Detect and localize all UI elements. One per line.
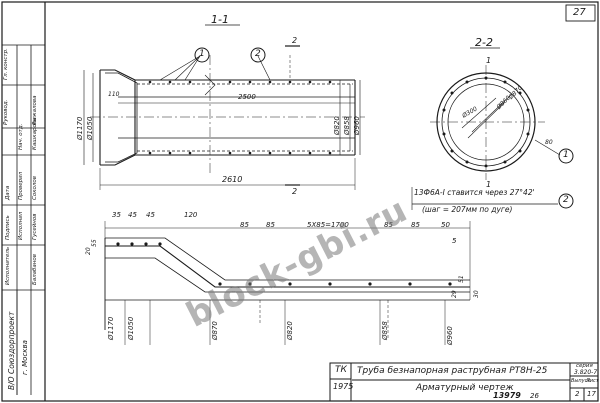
stamp-year: 1975 (333, 382, 354, 391)
dim-85a: 85 (240, 221, 249, 229)
dim-50: 50 (441, 221, 450, 229)
stamp-series-value: 3.820-7 (574, 369, 598, 376)
dim-d960-top: Ø960 (353, 116, 361, 135)
rebar-note-line2: (шаг = 207мм по дуге) (422, 205, 513, 214)
dim-51: 51 (458, 275, 465, 283)
callout-1-circle-right (558, 148, 574, 164)
side-role-5: Исполнил (18, 211, 24, 240)
stamp-sheet-value: 17 (587, 390, 596, 398)
diam-d1050: Ø1050 (127, 316, 135, 340)
side-role-4: Проверил (18, 171, 24, 200)
side-role-1: Руковод. (3, 99, 9, 125)
stamp-title: Труба безнапорная раструбная РТ8Н-25 (357, 366, 548, 376)
stamp-sheet-label: Лист (586, 378, 599, 384)
section-marker-1-bottom: 1 (486, 180, 492, 189)
side-title-block (2, 44, 45, 395)
dim-range: 5Х85=1700 (307, 221, 349, 229)
side-header-3: Дата (5, 185, 11, 200)
dim-120: 120 (184, 211, 198, 219)
dim-85c: 85 (384, 221, 393, 229)
side-name-1: Балабанов (32, 254, 38, 285)
diam-d960: Ø960 (446, 326, 454, 345)
dim-85b: 85 (266, 221, 275, 229)
dim-20: 20 (85, 247, 92, 255)
section-marker-1-top: 1 (486, 56, 492, 65)
side-role-3: Нач. отд. (18, 123, 24, 150)
dim-85d: 85 (411, 221, 420, 229)
side-name-5: Рыжалова (32, 95, 38, 125)
rebar-note-line1: 13Ф6А-I ставится через 27°42' (414, 188, 535, 197)
stamp-doc-number: 13979 (493, 391, 521, 400)
dim-d1170-top: Ø1170 (76, 116, 84, 140)
dim-30: 30 (473, 290, 480, 298)
dim-55: 55 (91, 239, 98, 247)
dim-d820-top: Ø820 (333, 116, 341, 135)
dim-2500: 2500 (238, 93, 256, 101)
section-1-1-view (83, 45, 365, 190)
section-marker-2-top: 2 (292, 36, 298, 45)
dim-110: 110 (108, 91, 120, 98)
detail-view (104, 221, 471, 345)
diam-d1170: Ø1170 (107, 316, 115, 340)
callout-2-circle-right (558, 193, 574, 209)
diam-d820: Ø820 (286, 321, 294, 340)
callout-2-label-right: 2 (563, 195, 569, 205)
callout-1-circle (194, 47, 210, 63)
dim-d858-top: Ø858 (343, 116, 351, 135)
side-name-3: Соколов (32, 175, 38, 200)
circle-r80: 80 (545, 139, 553, 146)
side-header-2: Подпись (5, 215, 11, 240)
side-org: В/О Союздорпроект (7, 311, 16, 390)
dim-2610: 2610 (222, 175, 243, 184)
stamp-code: ТК (335, 365, 347, 375)
dim-5: 5 (452, 237, 457, 245)
side-role-2: Гл. констр. (3, 48, 9, 80)
callout-2-label: 2 (255, 49, 261, 59)
diam-d858: Ø858 (381, 321, 389, 340)
stamp-issue-label: Выпуск (571, 378, 591, 384)
stamp-frame (329, 362, 599, 402)
section-2-2-label: 2-2 (475, 36, 493, 49)
dim-45a: 45 (128, 211, 137, 219)
sheet-number-box (565, 4, 596, 22)
stamp-issue-value: 2 (575, 390, 580, 398)
section-2-2-view (430, 47, 561, 180)
callout-1-label-right: 1 (563, 150, 569, 160)
stamp-doc-suffix: 26 (530, 392, 539, 400)
sheet-number: 27 (573, 7, 586, 18)
stamp-series-label: серия (576, 363, 593, 369)
callout-2-circle (250, 47, 266, 63)
dim-35: 35 (112, 211, 121, 219)
dim-d1050-top: Ø1050 (86, 116, 94, 140)
dim-45b: 45 (146, 211, 155, 219)
side-header-1: Исполнитель (5, 246, 11, 285)
dim-29: 29 (451, 290, 458, 298)
section-marker-2-bottom: 2 (292, 187, 298, 196)
side-city: г. Москва (21, 340, 29, 375)
section-1-1-label: 1-1 (211, 13, 229, 26)
stamp-subtitle: Арматурный чертеж (416, 383, 514, 393)
side-name-2: Гусейнов (32, 213, 38, 240)
callout-1-label: 1 (199, 49, 205, 59)
